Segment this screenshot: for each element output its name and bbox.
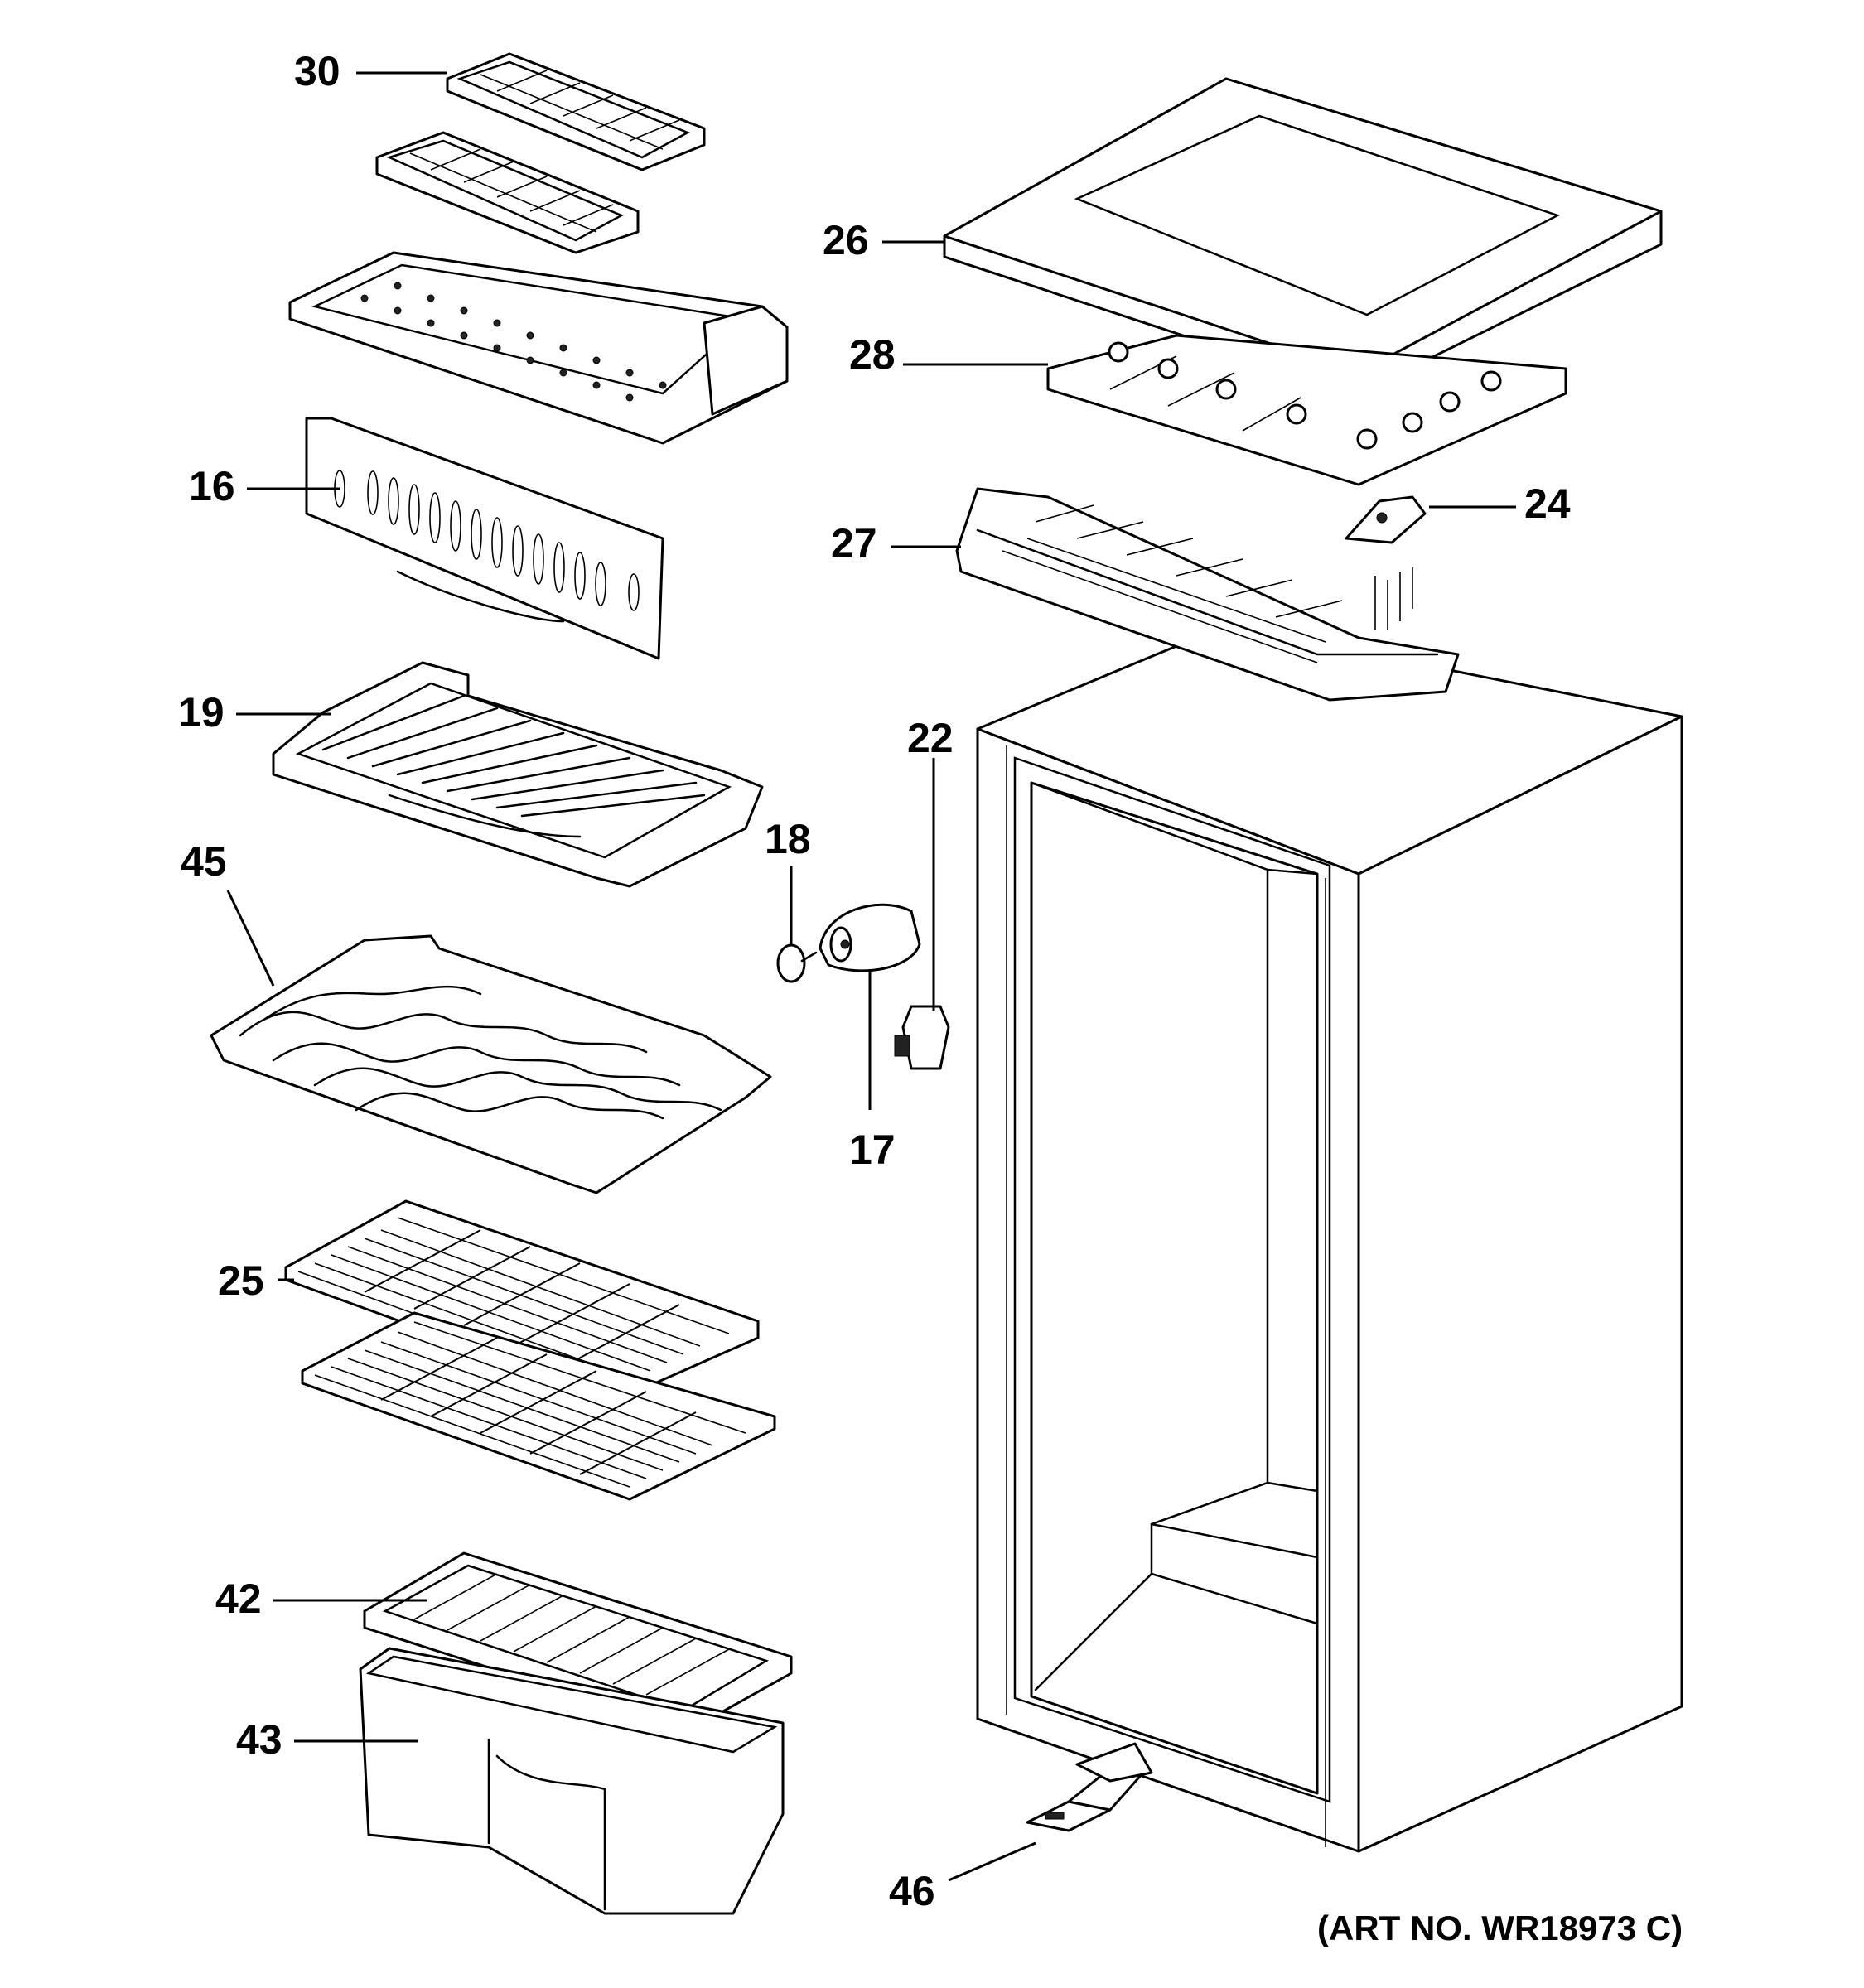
part-19-drip-tray <box>272 661 764 888</box>
callout-27: 27 <box>831 520 877 567</box>
leader-lines <box>226 71 1516 1882</box>
callout-16: 16 <box>189 463 235 509</box>
callout-43: 43 <box>236 1716 282 1763</box>
part-28-panel <box>1046 334 1567 486</box>
callout-25: 25 <box>218 1257 264 1304</box>
part-18-bulb <box>776 943 818 983</box>
part-24-thermostat <box>1345 495 1427 630</box>
callout-30: 30 <box>294 48 340 94</box>
callout-46: 46 <box>889 1868 935 1914</box>
part-42-crisper-cover <box>363 1551 793 1733</box>
part-43-crisper-drawer <box>359 1647 785 1915</box>
callout-22: 22 <box>907 715 954 761</box>
callout-17: 17 <box>849 1127 896 1173</box>
part-46-leveling-leg <box>1026 1742 1153 1832</box>
part-30-ice-trays <box>375 52 706 254</box>
part-25-wire-shelves <box>284 1199 776 1501</box>
callout-24: 24 <box>1524 480 1571 527</box>
part-17-light-cover <box>819 903 921 972</box>
part-22-switch <box>894 1005 950 1070</box>
callout-26: 26 <box>823 217 869 263</box>
callout-18: 18 <box>765 816 811 862</box>
part-16-freezer-door <box>305 417 664 660</box>
callout-42: 42 <box>215 1575 262 1622</box>
cabinet <box>976 624 1683 1853</box>
part-26-top-cover <box>943 77 1663 395</box>
art-number: (ART NO. WR18973 C) <box>1317 1908 1683 1947</box>
callout-28: 28 <box>849 331 896 378</box>
part-27-evaporator-rack <box>955 487 1460 702</box>
callout-45: 45 <box>181 838 227 885</box>
callout-19: 19 <box>178 689 225 736</box>
part-45-wine-rack <box>210 934 772 1194</box>
ice-tray-holder <box>288 251 789 445</box>
